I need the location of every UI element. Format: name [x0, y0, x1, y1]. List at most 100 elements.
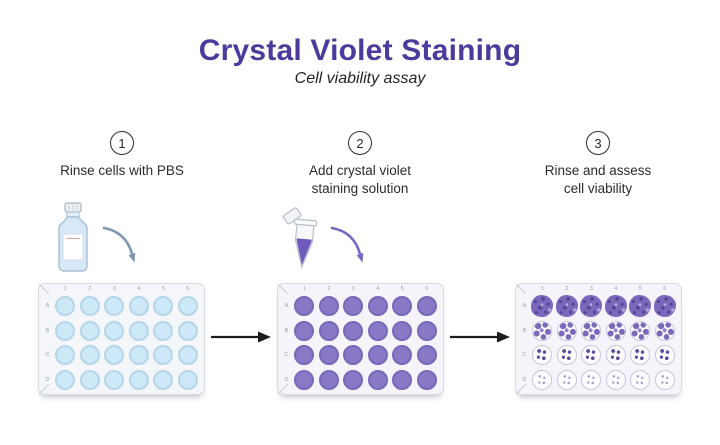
- pour-arrow-curve: [330, 226, 362, 256]
- well: [318, 320, 339, 341]
- well: [367, 369, 388, 390]
- plate-row: A: [278, 294, 439, 319]
- plate-rows: A B C D: [516, 294, 677, 392]
- well: [343, 296, 364, 317]
- well: [104, 345, 125, 366]
- well: [79, 296, 100, 317]
- step-1-number: 1: [118, 135, 126, 151]
- well: [630, 369, 651, 390]
- arrow-head: [258, 331, 271, 343]
- column-label: 6: [663, 286, 667, 292]
- well: [416, 296, 437, 317]
- column-label: 3: [589, 286, 593, 292]
- row-label: D: [45, 376, 50, 383]
- row-label: A: [45, 303, 50, 310]
- well: [343, 345, 364, 366]
- step-2-label: Add crystal violet staining solution: [308, 163, 412, 196]
- row-label: B: [522, 327, 527, 334]
- well: [392, 320, 413, 341]
- well: [128, 345, 149, 366]
- well: [294, 345, 315, 366]
- row-label: D: [284, 376, 289, 383]
- column-label: 1: [540, 286, 544, 292]
- step-3-number-badge: 3: [586, 131, 610, 155]
- plate-row: C: [39, 343, 200, 368]
- plate-row: B: [39, 319, 200, 344]
- bottle-neck: [66, 211, 80, 218]
- well: [416, 345, 437, 366]
- row-label: B: [284, 327, 289, 334]
- plate-rows: A B C D: [278, 294, 439, 392]
- well: [392, 296, 413, 317]
- well: [104, 369, 125, 390]
- well: [416, 369, 437, 390]
- well: [605, 369, 626, 390]
- well: [605, 345, 626, 366]
- well: [153, 345, 174, 366]
- row-label: D: [522, 376, 527, 383]
- step-2: 2 Add crystal violet staining solution: [250, 131, 470, 197]
- well: [555, 295, 578, 318]
- plate-row: B: [516, 319, 677, 344]
- well: [177, 296, 198, 317]
- well: [294, 369, 315, 390]
- well: [581, 320, 602, 341]
- well: [581, 345, 602, 366]
- right-arrow-icon: [450, 331, 510, 343]
- page-title: Crystal Violet Staining: [198, 34, 522, 67]
- column-label: 1: [302, 286, 306, 292]
- well: [153, 296, 174, 317]
- column-label: 4: [376, 286, 380, 292]
- well: [294, 296, 315, 317]
- column-label: 4: [137, 286, 141, 292]
- well: [55, 296, 76, 317]
- pour-arrow-icon: [102, 226, 136, 263]
- column-label: 2: [565, 286, 569, 292]
- bottle-label: [62, 233, 84, 261]
- column-label: 2: [327, 286, 331, 292]
- step-1-number-badge: 1: [110, 131, 134, 155]
- well: [416, 320, 437, 341]
- well: [177, 369, 198, 390]
- row-label: A: [522, 303, 527, 310]
- well: [367, 320, 388, 341]
- well: [294, 320, 315, 341]
- well: [654, 369, 675, 390]
- well: [556, 320, 577, 341]
- plate-row: C: [516, 343, 677, 368]
- well: [581, 369, 602, 390]
- plate-row: D: [278, 368, 439, 393]
- step-3-number: 3: [594, 135, 602, 151]
- column-label: 5: [638, 286, 642, 292]
- plate-row: A: [39, 294, 200, 319]
- well: [55, 345, 76, 366]
- step-3: 3 Rinse and assess cell viability: [488, 131, 708, 197]
- well: [604, 295, 627, 318]
- pour-arrow-icon: [330, 226, 364, 263]
- tube-group: [282, 207, 318, 269]
- well: [79, 320, 100, 341]
- well: [392, 369, 413, 390]
- row-label: C: [284, 352, 289, 359]
- step-2-number: 2: [356, 135, 364, 151]
- plate-row: B: [278, 319, 439, 344]
- well: [605, 320, 626, 341]
- well: [318, 345, 339, 366]
- well: [79, 369, 100, 390]
- page-subtitle: Cell viability assay: [294, 70, 426, 87]
- pour-arrow-head: [128, 252, 136, 263]
- step-1-label: Rinse cells with PBS: [60, 163, 184, 178]
- well: [55, 320, 76, 341]
- plate-row: A: [516, 294, 677, 319]
- step-1: 1 Rinse cells with PBS: [12, 131, 232, 180]
- microcentrifuge-tube-icon: [282, 207, 318, 269]
- well: [128, 320, 149, 341]
- well: [556, 345, 577, 366]
- well: [392, 345, 413, 366]
- well: [343, 369, 364, 390]
- well: [580, 295, 603, 318]
